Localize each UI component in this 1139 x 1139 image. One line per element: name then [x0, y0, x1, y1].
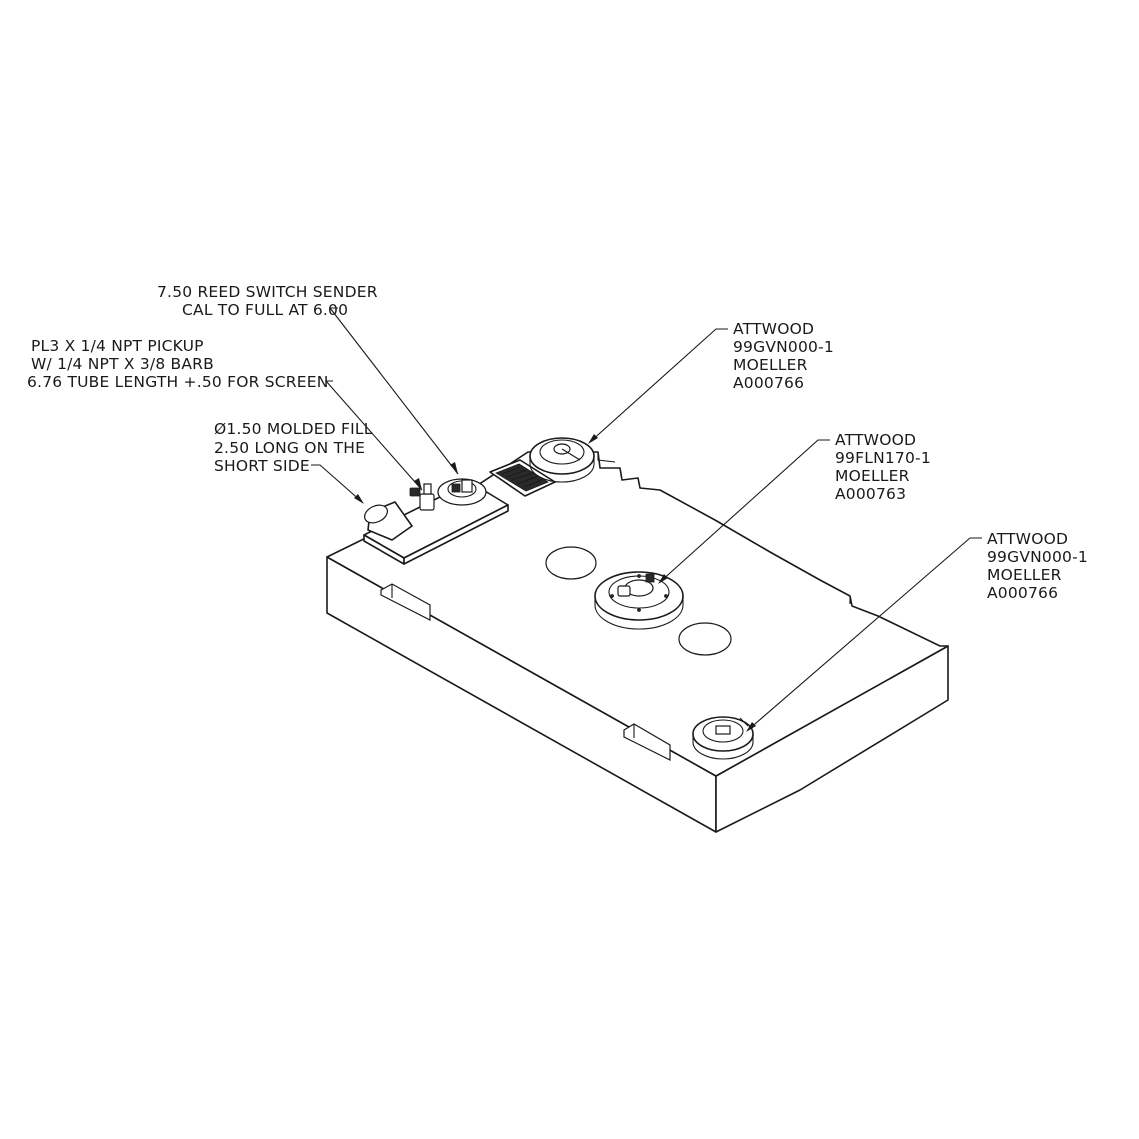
callout-fill-center-line4: A000763 [835, 485, 906, 503]
access-hole-front [678, 622, 732, 656]
callout-fill-line1: Ø1.50 MOLDED FILL [214, 420, 373, 438]
tank-rear-edge [597, 452, 616, 463]
callout-sender: 7.50 REED SWITCH SENDER CAL TO FULL AT 6… [157, 283, 378, 319]
callout-fill-center-line2: 99FLN170-1 [835, 449, 931, 467]
callout-vent-front-line3: MOELLER [987, 566, 1062, 584]
sender-flange [437, 478, 487, 506]
callout-pickup-line1: PL3 X 1/4 NPT PICKUP [31, 337, 204, 355]
leader-sender [328, 307, 459, 475]
callout-fill-center-line1: ATTWOOD [835, 431, 916, 449]
side-pocket-left [380, 583, 431, 621]
callout-vent-rear-line3: MOELLER [733, 356, 808, 374]
leader-fill-center [658, 439, 830, 584]
callout-pickup: PL3 X 1/4 NPT PICKUP W/ 1/4 NPT X 3/8 BA… [27, 337, 329, 391]
leader-vent-rear [588, 328, 728, 444]
vent-rear [529, 437, 595, 483]
leader-pickup [324, 380, 423, 491]
callout-vent-front-line1: ATTWOOD [987, 530, 1068, 548]
vent-front [692, 716, 754, 760]
callout-pickup-line2: W/ 1/4 NPT X 3/8 BARB [31, 355, 214, 373]
pickup-fitting [409, 483, 435, 511]
leader-vent-front [746, 537, 982, 732]
callout-fill-center-line3: MOELLER [835, 467, 910, 485]
callout-vent-front: ATTWOOD 99GVN000-1 MOELLER A000766 [987, 530, 1088, 602]
callout-vent-rear: ATTWOOD 99GVN000-1 MOELLER A000766 [733, 320, 834, 392]
side-pocket-right [623, 723, 671, 761]
callout-vent-front-line4: A000766 [987, 584, 1058, 602]
callout-vent-rear-line2: 99GVN000-1 [733, 338, 834, 356]
callout-fill-center: ATTWOOD 99FLN170-1 MOELLER A000763 [835, 431, 931, 503]
callout-sender-line1: 7.50 REED SWITCH SENDER [157, 283, 378, 301]
leader-fill [311, 464, 364, 504]
callout-vent-rear-line4: A000766 [733, 374, 804, 392]
callout-pickup-line3: 6.76 TUBE LENGTH +.50 FOR SCREEN [27, 373, 329, 391]
callout-fill: Ø1.50 MOLDED FILL 2.50 LONG ON THE SHORT… [214, 420, 373, 475]
molded-fill-neck [364, 501, 413, 541]
callout-vent-front-line2: 99GVN000-1 [987, 548, 1088, 566]
callout-fill-line3: SHORT SIDE [214, 457, 310, 475]
access-hole-rear [545, 546, 597, 580]
callout-vent-rear-line1: ATTWOOD [733, 320, 814, 338]
callout-fill-line2: 2.50 LONG ON THE [214, 439, 365, 457]
callout-sender-line2: CAL TO FULL AT 6.00 [182, 301, 348, 319]
fill-fitting-center [594, 571, 684, 630]
